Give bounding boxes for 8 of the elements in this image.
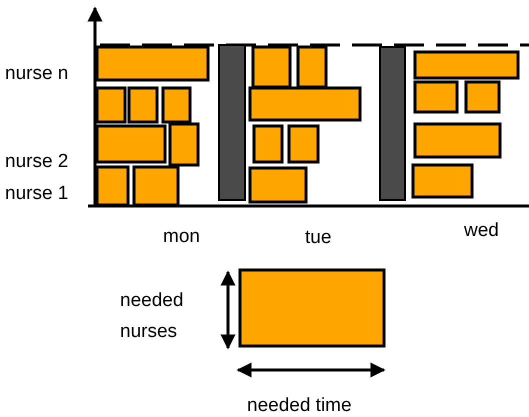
day-label: wed — [464, 219, 499, 243]
day-label: mon — [163, 225, 200, 249]
axis-label: nurse 1 — [5, 182, 68, 206]
axis-label: nurse 2 — [5, 150, 68, 174]
dimension-label: needed nurses — [120, 289, 184, 344]
dimension-label: needed time — [247, 394, 352, 417]
axis-label: nurse n — [5, 62, 68, 86]
day-label: tue — [305, 226, 332, 250]
